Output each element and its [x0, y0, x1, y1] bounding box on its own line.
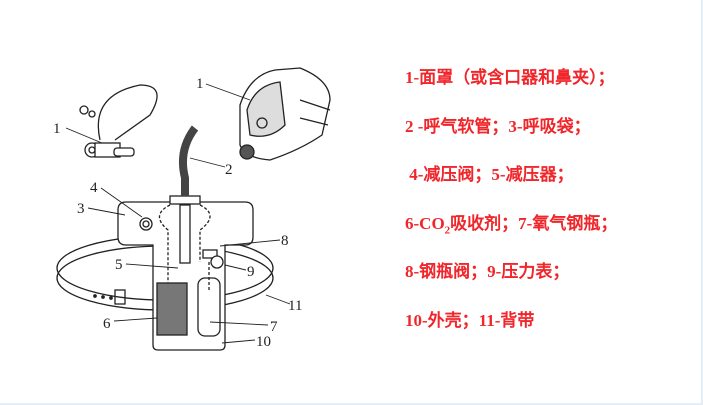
legend-co2-prefix: 6-CO	[405, 213, 445, 233]
label-3: 3	[77, 201, 85, 217]
part-numbers: 1 1 2 3 4 5 6 7 8 9 10 11	[53, 76, 302, 350]
legend-line-6: 10-外壳；11-背带	[405, 310, 535, 330]
label-6: 6	[103, 316, 111, 332]
label-5: 5	[115, 257, 123, 273]
label-2: 2	[225, 162, 233, 178]
label-11: 11	[288, 298, 302, 314]
label-8: 8	[281, 233, 289, 249]
legend-line-4: 6-CO2吸收剂；7-氧气钢瓶；	[405, 208, 617, 257]
mouthpiece	[79, 84, 158, 158]
legend-line-1: 1-面罩（或含口器和鼻夹）；	[405, 68, 615, 87]
label-4: 4	[90, 180, 98, 196]
label-10: 10	[256, 334, 271, 350]
legend-line-3: 4-减压阀；5-减压器；	[405, 165, 574, 184]
label-7: 7	[270, 319, 278, 335]
full-face-mask	[239, 67, 331, 161]
label-1-mouthpiece: 1	[53, 121, 61, 137]
legend-line-5: 8-钢瓶阀；9-压力表；	[405, 262, 570, 281]
legend-line-4-rest: 吸收剂；7-氧气钢瓶；	[450, 213, 618, 233]
legend-co2-subscript: 2	[444, 223, 451, 236]
leader-lines	[65, 83, 291, 344]
legend-line-2: 2 -呼气软管；3-呼吸袋；	[405, 116, 591, 136]
exhale-hose	[179, 125, 199, 196]
legend: 1-面罩（或含口器和鼻夹）； 2 -呼气软管；3-呼吸袋； 4-减压阀；5-减压…	[405, 62, 617, 353]
housing	[117, 195, 254, 351]
label-1-mask: 1	[196, 76, 204, 92]
label-9: 9	[247, 264, 255, 280]
